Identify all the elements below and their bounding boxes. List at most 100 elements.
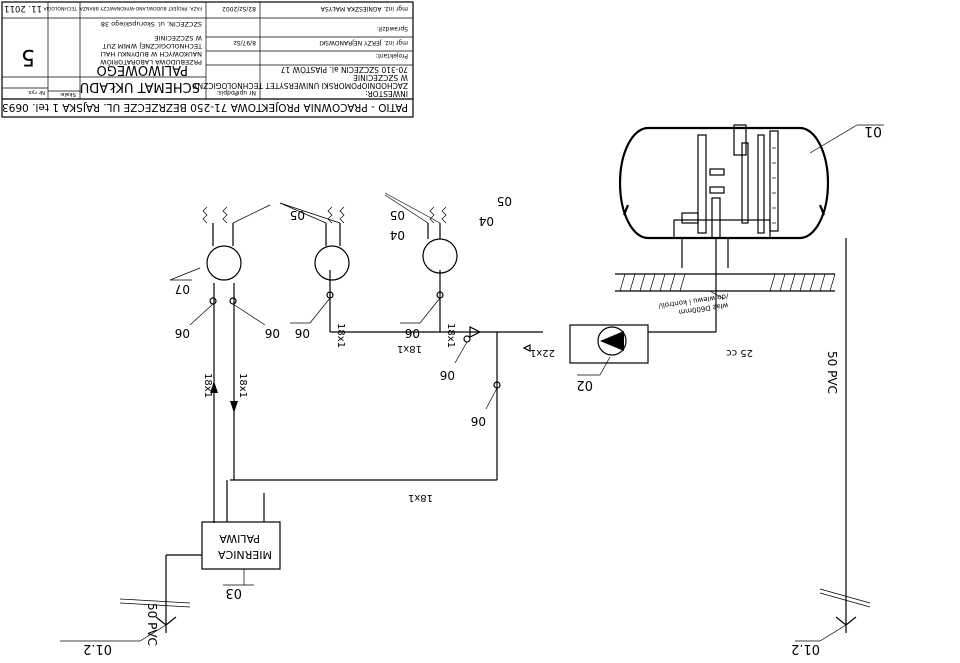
investor-line-1: ZACHODNIOPOMORSKI UNIWERSYTET TECHNOLOGI… <box>192 81 408 90</box>
pump-housing <box>569 324 649 364</box>
tank-right-cap-line <box>619 127 649 239</box>
drain-right-leader <box>819 624 847 642</box>
pump-circle <box>597 326 627 356</box>
drain-slope-right-1 <box>819 592 871 608</box>
drawing-title-1: SCHEMAT UKŁADU <box>80 79 200 94</box>
ref-04-left-leader <box>279 202 327 224</box>
valve-06-a-label: 06 <box>440 368 455 382</box>
project-line-2: NAUKOWYCH W BUDYNKU HALI <box>100 50 202 58</box>
vent-pipe <box>757 134 765 234</box>
drawing-title-2: PALIWOWEGO <box>97 62 188 77</box>
drain-left-leader <box>139 624 167 642</box>
ref-05-far-leader <box>232 204 271 224</box>
drain-slope-right-2 <box>819 588 871 604</box>
pvc-right-label: 50 PVC <box>825 351 839 394</box>
overfill-device <box>733 124 747 156</box>
tank-body <box>618 126 830 240</box>
ref-04-left: 04 <box>390 228 405 242</box>
checker-name: mgr inż. AGNIESZKA MAŁYSA <box>320 5 408 12</box>
drain-slope-left-1 <box>119 602 191 608</box>
flowmeter-name-1: MIERNICA <box>218 548 272 561</box>
pipe-22x1-label: 22x1 <box>530 347 555 358</box>
flow-arrow-22x1 <box>522 344 531 352</box>
pump-label: 02 <box>576 377 593 392</box>
pipe-25cc-label: 25 cc <box>726 347 753 358</box>
flowmeter-box <box>201 521 281 570</box>
perm-label: Nr upr.: <box>234 89 256 96</box>
spring-valve-icon-4 <box>339 206 345 224</box>
consumer-07-icon <box>206 245 242 281</box>
tank-saddle-left <box>818 204 826 216</box>
ref-04-right: 04 <box>479 214 494 228</box>
drain-left: 50 PVC 01.2 <box>791 238 871 656</box>
ref-07-leader <box>169 267 201 281</box>
pipe-18x1-label-1: 18x1 <box>408 492 433 503</box>
spring-valve-icon-6 <box>202 206 208 224</box>
valve-06-d-leader <box>309 297 331 324</box>
pump-leader <box>599 356 611 376</box>
pipe-18x1-label-4: 18x1 <box>397 343 422 354</box>
valve-06-c-leader <box>419 297 441 324</box>
consumer-04-right-icon <box>422 238 458 274</box>
flowmeter-ref: 03 <box>225 585 242 600</box>
designer-name: mgr inż. JERZY NEJRANOWSKI <box>319 39 408 46</box>
distribution-pipes: 18x1 18x1 18x1 18x1 06 06 06 <box>169 192 512 523</box>
valve-06-f-label: 06 <box>175 326 190 340</box>
sheet-label: Nr rys. <box>26 89 45 95</box>
level-gauge-pipe <box>741 142 749 224</box>
flange-1 <box>709 186 725 194</box>
drain-slope-left-2 <box>119 598 191 604</box>
flow-arrow-return <box>230 401 238 413</box>
ref-05-far: 05 <box>290 208 305 222</box>
phase-line: FAZA: PROJEKT BUDOWLANO-WYKONAWCZY BRANŻ… <box>42 5 202 12</box>
flange-2 <box>709 168 725 176</box>
pipe-18x1-label-5: 18x1 <box>237 373 248 398</box>
check-valve-icon <box>469 326 482 338</box>
project-line-3: TECHNOLOGICZNEJ WMiM ZUT <box>102 42 203 50</box>
title-block: PATIO - PRACOWNIA PROJEKTOWA 71-250 BEZR… <box>0 1 414 118</box>
ref-04-right-leader <box>384 194 429 224</box>
valve-06-f-icon <box>209 297 217 305</box>
designer-reg: 8/97/Sz <box>234 39 256 46</box>
valve-06-b-leader <box>485 387 498 410</box>
fill-pipe <box>697 134 707 234</box>
valve-06-c-label: 06 <box>405 326 420 340</box>
valve-06-f-leader <box>189 303 214 326</box>
ref-05-left-leader <box>279 202 341 224</box>
spring-valve-icon-3 <box>327 206 333 224</box>
flowmeter-name-2: PALIWA <box>219 532 260 545</box>
drain-left-label: 01.2 <box>83 641 112 656</box>
consumer-04-left-icon <box>314 245 350 281</box>
pipe-18x1-label-6: 18x1 <box>202 373 213 398</box>
valve-06-d-label: 06 <box>295 326 310 340</box>
title-header-text: PATIO - PRACOWNIA PROJEKTOWA 71-250 BEZR… <box>0 101 408 113</box>
pump: 02 <box>569 324 649 392</box>
drain-right-label: 01.2 <box>791 641 820 656</box>
fuel-tank: 01 <box>618 123 884 268</box>
valve-06-a-icon <box>463 335 471 343</box>
tank-leader <box>809 124 858 154</box>
checker-reg: 82/Sz/2002 <box>222 5 256 12</box>
ground-line: właz D600mm /do wlewu i kontroli/ <box>615 273 836 316</box>
valve-06-e-label: 06 <box>265 326 280 340</box>
title-block-frame <box>1 1 414 118</box>
dome-flange <box>681 212 699 224</box>
spring-valve-icon-2 <box>441 206 447 224</box>
flowmeter: MIERNICA PALIWA 03 50 PVC <box>145 480 281 646</box>
ref-05-left: 05 <box>390 208 405 222</box>
manhole-note-leader <box>709 290 725 300</box>
sheet-date: 11. 2011 <box>4 3 42 13</box>
ref-05-right: 05 <box>497 194 512 208</box>
valve-06-e-icon <box>229 297 237 305</box>
pipe-18x1-label-3: 18x1 <box>335 323 346 348</box>
designer-label: Projektant: <box>375 52 408 59</box>
tank-label: 01 <box>864 123 882 139</box>
gauge-rod <box>769 130 779 232</box>
investor-label: INWESTOR: <box>365 89 408 98</box>
signature-label: Podpis: <box>216 89 238 96</box>
investor-line-2: W SZCZECINIE <box>353 73 408 82</box>
valve-06-a-leader <box>454 341 468 364</box>
tank-left-cap-line <box>799 127 829 239</box>
